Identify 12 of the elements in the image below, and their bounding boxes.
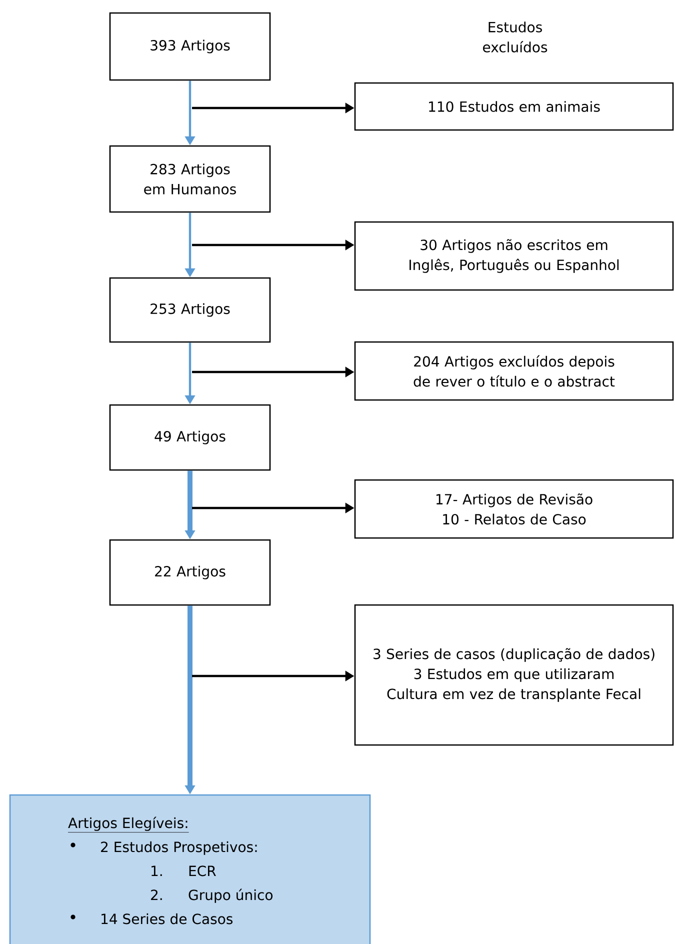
- process-box: 393 Artigos: [109, 12, 271, 81]
- exclusion-box: 30 Artigos não escritos em Inglês, Português ou Espanhol: [354, 221, 674, 291]
- result-box: Artigos Elegíveis: 2 Estudos Prospetivos: 1. ECR 2. Grupo único 14 Series de Casos: [9, 794, 371, 944]
- process-box: 49 Artigos: [109, 404, 271, 471]
- exclusion-box: 3 Series de casos (duplicação de dados) 3 Estudos em que utilizaram Cultura em vez de transplante Fecal: [354, 604, 674, 746]
- exclusion-box: 110 Estudos em animais: [354, 82, 674, 131]
- process-box: 22 Artigos: [109, 539, 271, 606]
- process-box: 283 Artigos em Humanos: [109, 145, 271, 213]
- column-heading: Estudos excluídos: [483, 22, 548, 52]
- exclusion-box: 204 Artigos excluídos depois de rever o título e o abstract: [354, 341, 674, 401]
- exclusion-box: 17- Artigos de Revisão 10 - Relatos de Caso: [354, 479, 674, 539]
- process-box: 253 Artigos: [109, 277, 271, 343]
